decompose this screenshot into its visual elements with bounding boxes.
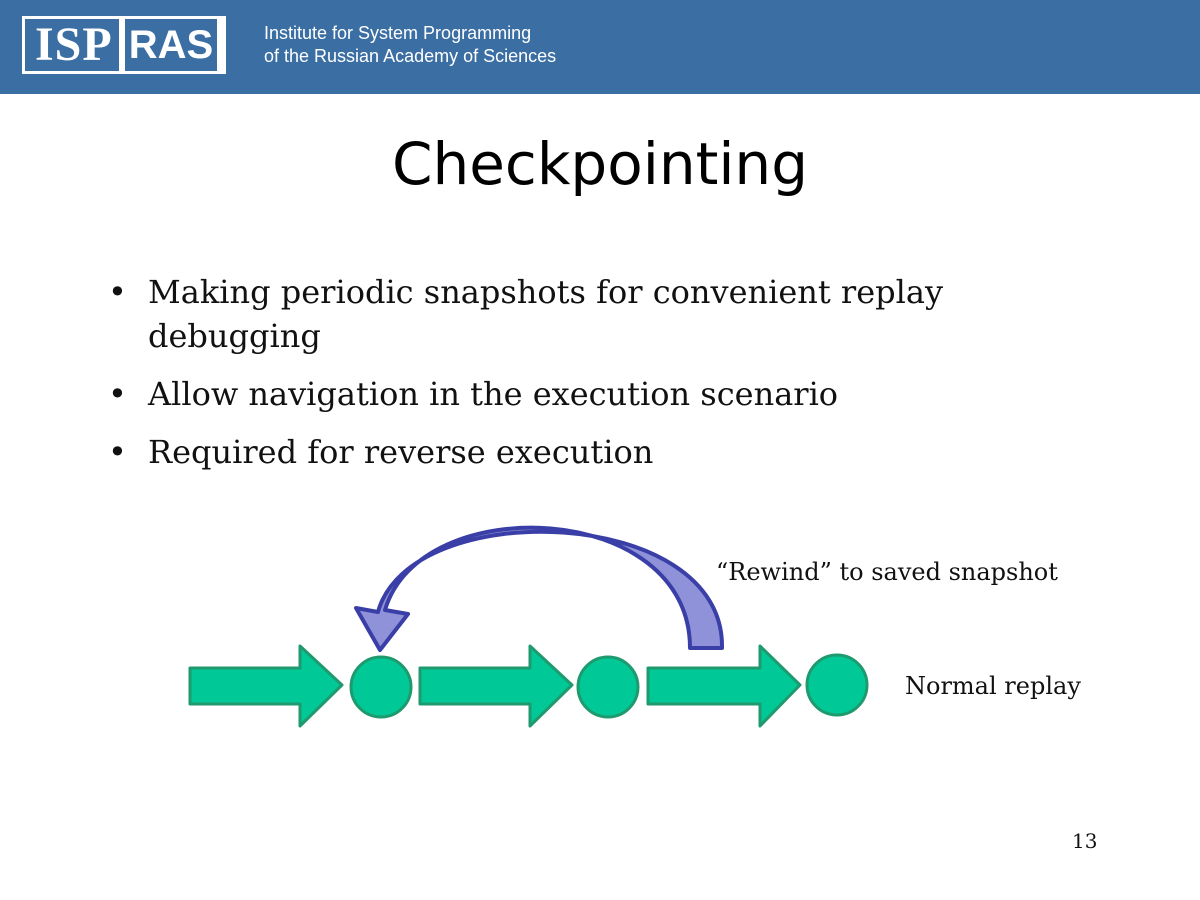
checkpoint-diagram: “Rewind” to saved snapshot Normal replay (188, 525, 1081, 728)
header-banner: ISP RAS Institute for System Programming… (0, 0, 1200, 94)
bullet-list: Making periodic snapshots for convenient… (108, 270, 1028, 488)
replay-step-arrow (418, 644, 574, 728)
organization-name: Institute for System Programming of the … (264, 22, 556, 68)
logo-ras-text: RAS (118, 19, 224, 71)
snapshot-node (349, 655, 413, 719)
replay-step-arrow (188, 644, 344, 728)
replay-step-arrow (646, 644, 802, 728)
bullet-item: Making periodic snapshots for convenient… (108, 270, 1028, 358)
page-number: 13 (1072, 829, 1098, 853)
org-line-2: of the Russian Academy of Sciences (264, 46, 557, 66)
rewind-arrow (354, 525, 725, 652)
normal-replay-label: Normal replay (905, 672, 1081, 700)
snapshot-node (576, 655, 640, 719)
snapshot-node (805, 653, 869, 717)
bullet-item: Required for reverse execution (108, 430, 1028, 474)
logo-isp-text: ISP (25, 19, 119, 71)
isp-ras-logo: ISP RAS (22, 16, 227, 74)
slide-title: Checkpointing (391, 130, 809, 198)
org-line-1: Institute for System Programming (264, 23, 532, 43)
rewind-label: “Rewind” to saved snapshot (716, 558, 1058, 586)
bullet-item: Allow navigation in the execution scenar… (108, 372, 1028, 416)
